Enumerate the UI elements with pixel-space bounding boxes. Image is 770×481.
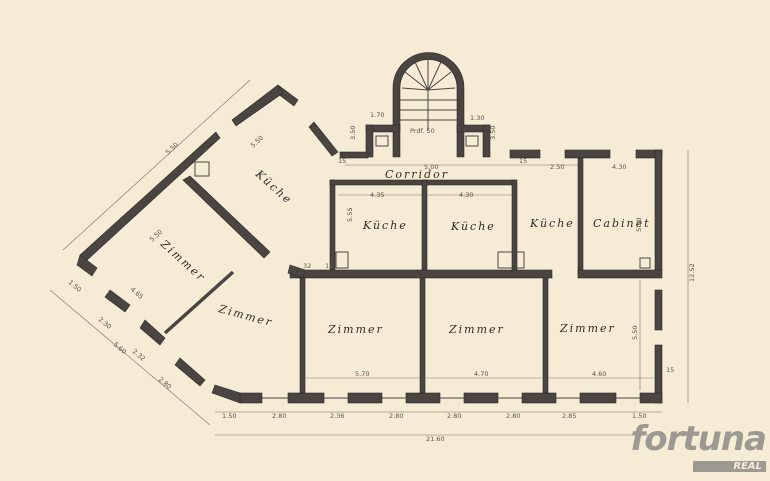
walls bbox=[239, 149, 663, 404]
dim-bottom: 2.80 bbox=[389, 412, 403, 420]
dim-total-width: 21.60 bbox=[426, 435, 445, 443]
logo-sub: REAL bbox=[693, 461, 766, 472]
dim-bottom: 2.36 bbox=[330, 412, 344, 420]
dim-2-50: 2.50 bbox=[550, 163, 564, 171]
dim-bottom: 2.80 bbox=[447, 412, 461, 420]
room-label-zimmer-1: Zimmer bbox=[327, 323, 384, 336]
room-labels: Corridor Küche Küche Küche Cabinet Küche… bbox=[157, 167, 651, 336]
dim-wing-zimmer: 5.50 bbox=[148, 228, 164, 244]
room-label-corridor: Corridor bbox=[385, 168, 449, 181]
dim-cabinet-depth: 5.50 bbox=[635, 218, 643, 232]
dim-small: 15 bbox=[338, 157, 346, 165]
dim-wing-top: 5.50 bbox=[164, 141, 180, 157]
room-label-kueche-2: Küche bbox=[450, 220, 496, 233]
fortuna-real-logo: fortuna REAL bbox=[630, 419, 767, 473]
dim-small: 15 bbox=[666, 366, 674, 374]
dim-zimmer-width: 4.60 bbox=[592, 370, 606, 378]
dim-stair-right: 1.30 bbox=[470, 114, 484, 122]
room-label-kueche-3: Küche bbox=[529, 217, 575, 230]
dim-bottom: 1.50 bbox=[632, 412, 646, 420]
stair-steps-icon bbox=[400, 58, 457, 130]
dim-zimmer-depth: 5.50 bbox=[631, 326, 639, 340]
dim-stair-label: Prdf. 50 bbox=[410, 127, 435, 135]
dim-small: 17 bbox=[325, 262, 333, 270]
room-label-zimmer-corner: Zimmer bbox=[216, 302, 274, 329]
dim-bottom: 2.80 bbox=[272, 412, 286, 420]
dim-kitchen-width: 4.30 bbox=[459, 191, 473, 199]
dim-small: 32 bbox=[303, 262, 311, 270]
room-label-zimmer-2: Zimmer bbox=[448, 323, 505, 336]
dim-corridor-width: 5.00 bbox=[424, 163, 438, 171]
dim-kitchen-width: 4.35 bbox=[370, 191, 384, 199]
room-label-zimmer-3: Zimmer bbox=[559, 322, 616, 335]
dim-small: 15 bbox=[519, 157, 527, 165]
dim-kitchen-depth: 5.55 bbox=[346, 208, 354, 222]
dim-wing-4-65: 4.65 bbox=[129, 285, 145, 300]
dim-wing-inner: 5.50 bbox=[249, 134, 265, 150]
dim-wing-left: 2.30 bbox=[97, 315, 113, 330]
dim-stair-left: 1.70 bbox=[370, 111, 384, 119]
dim-right-height: 12.52 bbox=[688, 263, 696, 282]
dim-cabinet-width: 4.30 bbox=[612, 163, 626, 171]
dim-small: 3.50 bbox=[489, 126, 497, 140]
room-label-zimmer-wing: Zimmer bbox=[157, 237, 208, 285]
dim-wing-left: 1.50 bbox=[67, 278, 83, 293]
dim-bottom: 1.50 bbox=[222, 412, 236, 420]
dim-small: 3.50 bbox=[349, 126, 357, 140]
dim-zimmer-width: 4.70 bbox=[474, 370, 488, 378]
dim-zimmer-width: 5.70 bbox=[355, 370, 369, 378]
dim-wing-left: 2.80 bbox=[157, 375, 173, 390]
logo-brand: fortuna bbox=[630, 419, 767, 459]
room-label-kueche-1: Küche bbox=[362, 219, 408, 232]
room-label-kueche-wing: Küche bbox=[252, 167, 295, 207]
dim-bottom: 2.85 bbox=[562, 412, 576, 420]
stair-tower bbox=[365, 52, 491, 158]
room-label-cabinet: Cabinet bbox=[593, 217, 651, 230]
dim-bottom: 2.80 bbox=[506, 412, 520, 420]
angled-wing bbox=[76, 84, 339, 404]
